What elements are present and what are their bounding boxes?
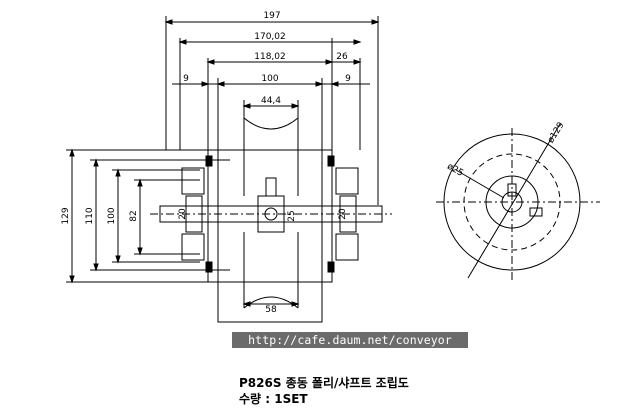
frame-bottom xyxy=(217,282,323,323)
arrow xyxy=(164,19,380,25)
bearing-left-center xyxy=(185,195,203,233)
side-outer-circle xyxy=(443,133,581,271)
dia-leader xyxy=(467,123,561,279)
side-hidden-circle xyxy=(463,153,561,251)
dim-side-dia-25: ø25 xyxy=(445,162,465,179)
dim-hub-44: 44,4 xyxy=(261,96,281,106)
bearing-left-bottom xyxy=(181,233,205,261)
arrow xyxy=(178,39,362,45)
dim-width-118: 118,02 xyxy=(254,52,286,62)
dim-overall-width: 197 xyxy=(263,11,280,21)
dim-width-170: 170,02 xyxy=(254,32,286,42)
dim-shaft-left-20: 20 xyxy=(178,208,188,220)
bearing-right-top xyxy=(335,167,359,195)
arrow xyxy=(69,148,143,284)
arrow xyxy=(242,103,300,109)
side-bore-circle xyxy=(501,191,523,213)
hub-lines xyxy=(243,118,299,308)
dia-leader xyxy=(455,169,505,199)
arrow xyxy=(206,59,362,65)
bolt xyxy=(205,261,213,273)
arrow xyxy=(201,81,339,87)
dim-end-26: 26 xyxy=(336,52,348,62)
bolt xyxy=(327,261,335,273)
pulley-flange-left xyxy=(207,149,219,283)
dim-core-100: 100 xyxy=(261,74,278,84)
bolt xyxy=(205,155,213,167)
side-set-screw xyxy=(529,207,543,217)
dim-shaft-right-20: 20 xyxy=(338,208,348,220)
dim-height-100: 100 xyxy=(107,207,117,224)
bearing-left-top xyxy=(181,167,205,195)
dim-bottom-58: 58 xyxy=(265,305,277,315)
dim-height-110: 110 xyxy=(85,207,95,224)
pulley-flange-right xyxy=(321,149,333,283)
dim-height-129: 129 xyxy=(61,207,71,224)
hub-curve xyxy=(243,117,299,130)
bore-circle xyxy=(264,207,278,221)
quantity-label: 수량 : 1SET xyxy=(239,392,308,406)
bearing-right-center xyxy=(339,195,357,233)
dim-side-dia-129: ø129 xyxy=(546,120,567,145)
dim-height-82: 82 xyxy=(129,210,139,221)
dim-hub-25: 25 xyxy=(287,210,297,221)
bearing-right-bottom xyxy=(335,233,359,261)
set-screw xyxy=(265,177,277,197)
side-keyway xyxy=(507,183,517,197)
pulley-drum xyxy=(217,149,323,283)
dim-left-9: 9 xyxy=(183,74,189,84)
arrow xyxy=(242,301,300,307)
side-hub-circle xyxy=(485,175,539,229)
drawing-title: P826S 종동 폴리/샤프트 조립도 xyxy=(239,376,409,390)
source-url: http://cafe.daum.net/conveyor xyxy=(232,332,468,348)
dim-right-9: 9 xyxy=(345,74,351,84)
bolt xyxy=(327,155,335,167)
